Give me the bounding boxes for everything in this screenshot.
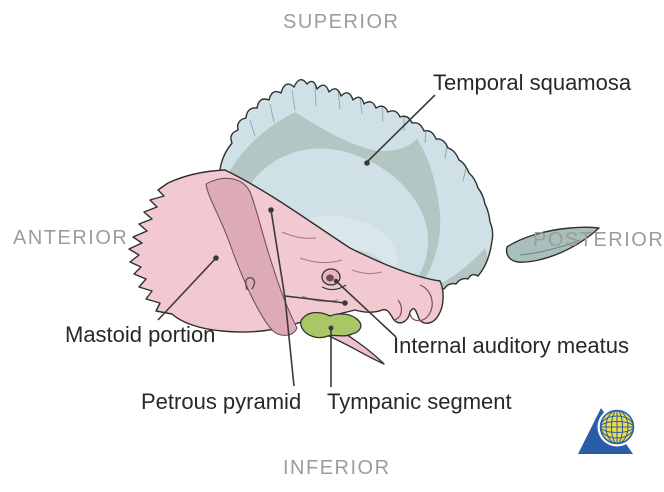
label-tympanic-segment: Tympanic segment	[327, 389, 512, 414]
tympanic-segment-shape	[299, 311, 362, 339]
frill-texture-lines	[249, 84, 467, 182]
label-internal-auditory-meatus: Internal auditory meatus	[393, 333, 630, 358]
label-petrous-pyramid: Petrous pyramid	[141, 389, 302, 414]
mastoid-ridge-shape	[205, 177, 298, 336]
posterior-projection-detail	[519, 239, 581, 256]
mastoid-petrous-shape	[128, 169, 444, 333]
label-temporal-squamosa: Temporal squamosa	[433, 70, 632, 95]
orientation-label-inferior: INFERIOR	[283, 457, 391, 479]
label-mastoid-portion: Mastoid portion	[65, 322, 216, 347]
leader-lines	[157, 94, 436, 387]
orientation-label-posterior: POSTERIOR	[533, 229, 664, 251]
petrous-surface-lines	[281, 231, 383, 302]
globe-triangle-logo-icon	[578, 407, 637, 454]
orientation-label-anterior: ANTERIOR	[13, 227, 129, 249]
petrous-curl-detail	[393, 284, 433, 322]
orientation-label-superior: SUPERIOR	[283, 11, 400, 33]
mastoid-notch-mark	[245, 277, 256, 291]
